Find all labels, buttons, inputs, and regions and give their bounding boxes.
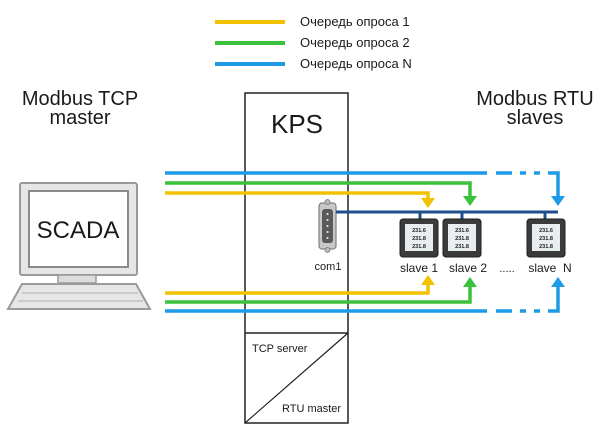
- com1-port-icon: [318, 199, 337, 253]
- slave-n-readout-3: 231.8: [539, 244, 553, 250]
- slave-2-readout-2: 231.8: [455, 236, 469, 242]
- master-title-line2: master: [49, 107, 110, 129]
- poll-line-queue-1-upper: [165, 191, 430, 199]
- legend-label-queue-n: Очередь опроса N: [300, 56, 412, 71]
- poll-lines-upper: [165, 171, 565, 208]
- com1-label: com1: [315, 261, 342, 273]
- slave-1-readout-3: 231.8: [412, 244, 426, 250]
- kps-title: KPS: [271, 109, 323, 139]
- slave-n-readout-1: 231.6: [539, 228, 553, 234]
- slave-2-label: slave 2: [449, 261, 487, 275]
- slave-2-readout-3: 231.8: [455, 244, 469, 250]
- legend-label-queue-2: Очередь опроса 2: [300, 35, 410, 50]
- master-title-line1: Modbus TCP: [22, 88, 138, 110]
- tcp-server-label: TCP server: [252, 343, 308, 355]
- poll-line-queue-2-upper: [165, 181, 472, 198]
- poll-lines-lower: [165, 275, 565, 313]
- slave-2-readout-1: 231.6: [455, 228, 469, 234]
- slaves-title-line2: slaves: [507, 107, 564, 129]
- slave-n-meter-icon: 231.6 231.8 231.8: [526, 218, 566, 258]
- legend-label-queue-1: Очередь опроса 1: [300, 14, 410, 29]
- slave-n-readout-2: 231.8: [539, 236, 553, 242]
- rtu-master-label: RTU master: [282, 403, 341, 415]
- slave-1-readout-2: 231.8: [412, 236, 426, 242]
- slave-2-meter-icon: 231.6 231.8 231.8: [442, 218, 482, 258]
- scada-computer-icon: [6, 182, 152, 310]
- scada-label: SCADA: [37, 217, 120, 244]
- slave-n-label: slave N: [528, 261, 571, 275]
- poll-line-queue-2-lower: [165, 285, 472, 304]
- kps-gateway: [244, 92, 349, 424]
- slaves-title-line1: Modbus RTU: [476, 88, 593, 110]
- slave-1-meter-icon: 231.6 231.8 231.8: [399, 218, 439, 258]
- poll-line-queue-1-lower: [165, 283, 430, 295]
- slaves-ellipsis: .....: [499, 263, 514, 275]
- legend: Очередь опроса 1 Очередь опроса 2 Очеред…: [215, 14, 412, 71]
- slave-1-readout-1: 231.6: [412, 228, 426, 234]
- slave-1-label: slave 1: [400, 261, 438, 275]
